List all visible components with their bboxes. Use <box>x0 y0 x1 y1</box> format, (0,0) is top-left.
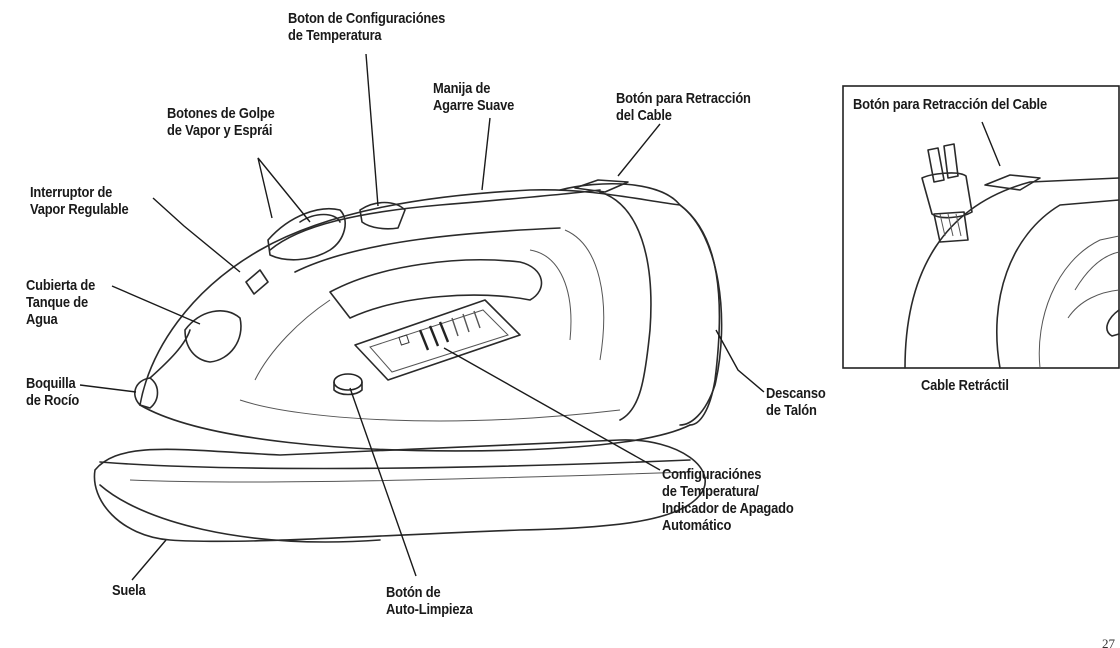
cord-release-button <box>574 179 629 193</box>
temp-indicator-bars <box>398 310 481 351</box>
label-steam-switch: Interruptor de Vapor Regulable <box>30 184 129 218</box>
inset-plug <box>921 143 973 243</box>
water-tank-cover <box>184 310 242 363</box>
label-self-clean: Botón de Auto-Limpieza <box>386 584 473 618</box>
label-temp-button: Boton de Configuraciónes de Temperatura <box>288 10 446 44</box>
burst-spray-buttons <box>267 208 346 261</box>
label-heel-rest: Descanso de Talón <box>766 385 826 419</box>
label-temp-indicator: Configuraciónes de Temperatura/ Indicado… <box>662 466 794 534</box>
label-retractable-cord: Cable Retráctil <box>921 377 1009 394</box>
handle-grip <box>329 259 543 319</box>
temp-dial-button <box>359 201 406 230</box>
iron-body <box>139 188 721 426</box>
inset-cord-button <box>984 174 1041 191</box>
label-soft-grip: Manija de Agarre Suave <box>433 80 515 114</box>
page-number: 27 <box>1102 636 1115 648</box>
self-clean-button <box>333 373 363 391</box>
inset-frame <box>842 85 1120 369</box>
control-panel <box>354 299 521 381</box>
leader-lines <box>79 53 765 581</box>
label-cord-release: Botón para Retracción del Cable <box>616 90 751 124</box>
iron-drawing <box>93 179 723 543</box>
soleplate-shape <box>93 439 706 543</box>
steam-switch <box>245 269 269 295</box>
label-nozzle: Boquilla de Rocío <box>26 375 80 409</box>
label-tank-cover: Cubierta de Tanque de Agua <box>26 277 96 328</box>
label-cord-release-inset: Botón para Retracción del Cable <box>853 96 1047 113</box>
label-soleplate: Suela <box>112 582 146 599</box>
label-burst-spray: Botones de Golpe de Vapor y Esprái <box>167 105 275 139</box>
heel-rest-shape <box>559 182 723 426</box>
